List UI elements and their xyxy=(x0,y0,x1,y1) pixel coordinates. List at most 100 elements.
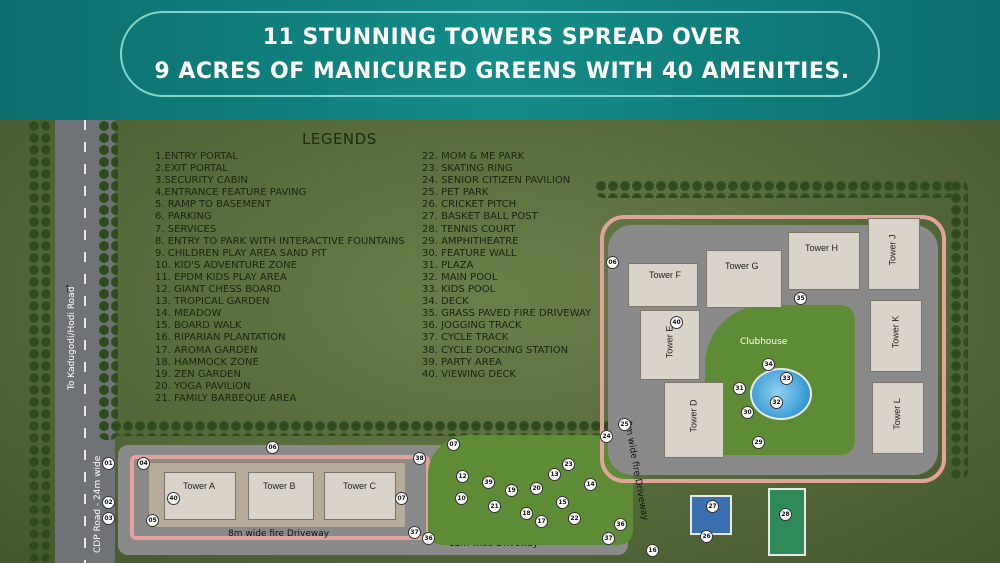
clubhouse-label: Clubhouse xyxy=(740,337,788,347)
marker-04: 04 xyxy=(137,457,150,470)
legend-item: 21. FAMILY BARBEQUE AREA xyxy=(155,392,297,404)
marker-40-de: 40 xyxy=(670,316,683,329)
tower-f: Tower F xyxy=(628,263,698,307)
legend-item: 39. PARTY AREA xyxy=(422,356,502,368)
tree-line-east xyxy=(950,180,968,480)
legend-item: 4.ENTRANCE FEATURE PAVING xyxy=(155,187,307,199)
legend-item: 19. ZEN GARDEN xyxy=(155,368,241,380)
marker-34: 34 xyxy=(762,358,775,371)
tower-d: Tower D xyxy=(664,382,724,458)
marker-14: 14 xyxy=(584,478,597,491)
tennis-court xyxy=(768,488,806,556)
marker-07-park: 07 xyxy=(447,438,460,451)
tower-j: Tower J xyxy=(868,218,920,290)
marker-20: 20 xyxy=(530,482,543,495)
header-banner: 11 STUNNING TOWERS SPREAD OVER 9 ACRES O… xyxy=(0,0,1000,120)
marker-18: 18 xyxy=(520,507,533,520)
road-lane-marking xyxy=(84,120,86,563)
legend-item: 31. PLAZA xyxy=(422,259,474,271)
tower-e-label: Tower E xyxy=(664,325,675,359)
legend-item: 33. KIDS POOL xyxy=(422,284,496,296)
marker-38-lower: 38 xyxy=(413,452,426,465)
marker-27: 27 xyxy=(706,500,719,513)
legend-item: 13. TROPICAL GARDEN xyxy=(155,296,270,308)
marker-35: 35 xyxy=(794,292,807,305)
marker-06-lower: 06 xyxy=(266,441,279,454)
marker-15: 15 xyxy=(556,496,569,509)
marker-24: 24 xyxy=(600,430,613,443)
tower-f-label: Tower F xyxy=(649,270,682,280)
legend-item: 37. CYCLE TRACK xyxy=(422,332,509,344)
legend-item: 32. MAIN POOL xyxy=(422,271,498,283)
tower-l-label: Tower L xyxy=(891,398,902,430)
legend-item: 1.ENTRY PORTAL xyxy=(155,151,238,162)
tree-line-south xyxy=(110,420,615,436)
marker-23: 23 xyxy=(562,458,575,471)
marker-17: 17 xyxy=(535,515,548,528)
tower-k: Tower K xyxy=(870,300,922,372)
marker-28: 28 xyxy=(779,508,792,521)
legend-item: 14. MEADOW xyxy=(155,308,222,320)
legend-item: 25. PET PARK xyxy=(422,187,489,199)
tower-j-label: Tower J xyxy=(887,234,898,266)
tower-g-label: Tower G xyxy=(725,261,759,271)
marker-21: 21 xyxy=(488,500,501,513)
driveway-abc-label: 8m wide fire Driveway xyxy=(228,529,330,539)
legend-item: 9. CHILDREN PLAY AREA SAND PIT xyxy=(155,247,327,259)
tower-b-label: Tower B xyxy=(263,481,296,491)
tower-h: Tower H xyxy=(788,232,860,290)
tree-line-road-edge xyxy=(98,120,118,440)
banner-frame: 11 STUNNING TOWERS SPREAD OVER 9 ACRES O… xyxy=(120,11,880,97)
marker-31: 31 xyxy=(733,382,746,395)
legend-item: 35. GRASS PAVED FIRE DRIVEWAY xyxy=(422,308,592,320)
tree-line-north xyxy=(595,180,960,198)
legend-item: 6. PARKING xyxy=(155,211,212,223)
marker-02: 02 xyxy=(102,496,115,509)
marker-13: 13 xyxy=(548,468,561,481)
legend-item: 2.EXIT PORTAL xyxy=(155,163,228,175)
legend-item: 7. SERVICES xyxy=(155,223,217,235)
legend-item: 28. TENNIS COURT xyxy=(422,223,516,235)
legend-item: 26. CRICKET PITCH xyxy=(422,199,517,211)
marker-30: 30 xyxy=(741,406,754,419)
marker-36-lower: 36 xyxy=(422,532,435,545)
legend-item: 24. SENIOR CITIZEN PAVILION xyxy=(422,175,571,187)
marker-29: 29 xyxy=(752,436,765,449)
marker-01: 01 xyxy=(102,457,115,470)
tower-g: Tower G xyxy=(706,250,782,308)
marker-25: 25 xyxy=(618,418,631,431)
marker-07: 07 xyxy=(395,492,408,505)
legend-item: 11. EPDM KIDS PLAY AREA xyxy=(155,271,287,283)
marker-22: 22 xyxy=(568,512,581,525)
legend-item: 36. JOGGING TRACK xyxy=(422,320,522,332)
marker-16: 16 xyxy=(646,544,659,557)
road-left-label: To Kadugodi/Hodi Road xyxy=(67,286,77,390)
legend-item: 20. YOGA PAVILION xyxy=(155,380,251,392)
driveway-ring-edge xyxy=(600,215,946,483)
marker-06-upper: 06 xyxy=(606,256,619,269)
tower-c: Tower C xyxy=(324,472,396,520)
legend-item: 34. DECK xyxy=(422,296,469,308)
marker-26: 26 xyxy=(700,530,713,543)
marker-37-lower: 37 xyxy=(408,526,421,539)
banner-headline-line2: 9 ACRES OF MANICURED GREENS WITH 40 AMEN… xyxy=(154,59,850,84)
tower-a-label: Tower A xyxy=(183,481,216,491)
tower-h-label: Tower H xyxy=(805,243,839,253)
legend-item: 15. BOARD WALK xyxy=(155,320,242,332)
banner-headline-line1: 11 STUNNING TOWERS SPREAD OVER xyxy=(262,25,742,50)
tower-k-label: Tower K xyxy=(890,315,901,349)
marker-32: 32 xyxy=(770,396,783,409)
legend-item: 16. RIPARIAN PLANTATION xyxy=(155,332,286,344)
tower-b: Tower B xyxy=(248,472,314,520)
marker-37: 37 xyxy=(602,532,615,545)
tower-c-label: Tower C xyxy=(343,481,377,491)
legend-item: 12. GIANT CHESS BOARD xyxy=(155,284,281,296)
marker-33: 33 xyxy=(780,372,793,385)
legend-item: 17. AROMA GARDEN xyxy=(155,344,258,356)
legend-item: 5. RAMP TO BASEMENT xyxy=(155,199,272,211)
legend-item: 30. FEATURE WALL xyxy=(422,247,517,259)
legend-item: 3.SECURITY CABIN xyxy=(155,175,248,187)
tree-line-left xyxy=(28,120,50,563)
